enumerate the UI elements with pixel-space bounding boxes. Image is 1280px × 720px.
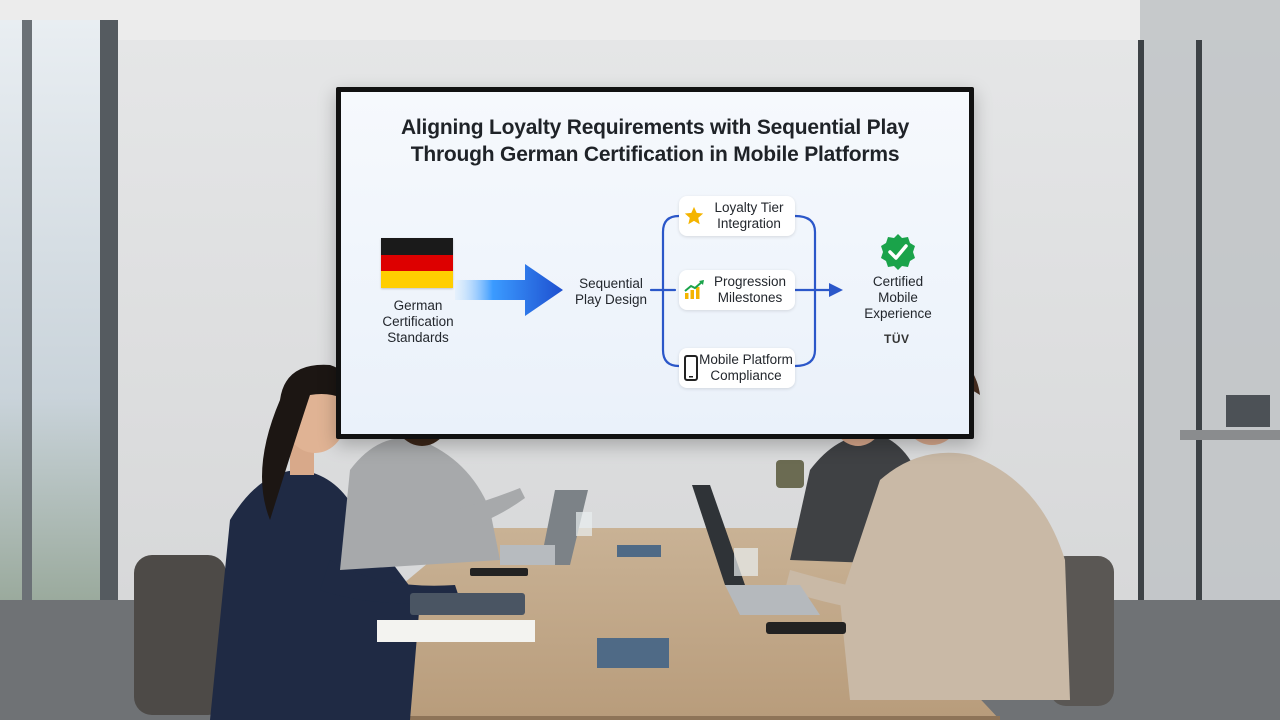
smartphone-icon xyxy=(684,355,698,381)
water-glass xyxy=(734,548,758,576)
branch-mobile-line-1: Mobile Platform xyxy=(699,352,793,367)
right-glass-partition xyxy=(1140,0,1280,620)
woman-arm xyxy=(320,560,460,604)
branch-progression-line-1: Progression xyxy=(713,274,787,289)
table-power-port-2 xyxy=(617,545,661,557)
process-label-line-2: Play Design xyxy=(574,292,648,307)
german-flag-icon xyxy=(381,238,453,288)
result-label-line-2: Mobile xyxy=(878,290,918,305)
right-partition-frame xyxy=(1138,40,1144,600)
sweater-man-arm xyxy=(785,570,920,615)
result-label-line-1: Certified xyxy=(872,274,924,289)
laptop-right-base xyxy=(725,585,820,615)
star-icon xyxy=(684,206,704,225)
branch-pill-progression: Progression Milestones xyxy=(679,270,795,310)
left-window-frame xyxy=(100,20,118,650)
left-chair xyxy=(134,555,226,715)
branch-progression-line-2: Milestones xyxy=(717,290,783,305)
left-window-mullion xyxy=(22,20,32,620)
branch-loyalty-line-1: Loyalty Tier xyxy=(714,200,784,215)
source-label-line-2: Certification xyxy=(382,314,454,329)
source-label-line-1: German xyxy=(393,298,443,313)
phone-small xyxy=(470,568,528,576)
slide: Aligning Loyalty Requirements with Seque… xyxy=(341,92,969,434)
distant-monitor xyxy=(1226,395,1270,427)
man-hoodie-body xyxy=(340,438,500,570)
result-label: Certified Mobile Experience xyxy=(848,274,948,322)
process-label-line-1: Sequential xyxy=(579,276,643,291)
coffee-cup xyxy=(776,460,804,488)
table-power-port xyxy=(597,638,669,668)
slide-title: Aligning Loyalty Requirements with Seque… xyxy=(341,114,969,168)
man-arm xyxy=(455,488,525,530)
branch-pill-mobile: Mobile Platform Compliance xyxy=(679,348,795,388)
tuv-brand-mark: TÜV xyxy=(884,332,910,346)
table-edge xyxy=(240,716,1000,720)
branch-mobile-line-2: Compliance xyxy=(710,368,782,383)
woman-hair xyxy=(262,364,359,520)
slide-title-line-1: Aligning Loyalty Requirements with Seque… xyxy=(400,116,910,139)
result-label-line-3: Experience xyxy=(864,306,932,321)
source-label: German Certification Standards xyxy=(363,298,473,346)
laptop-right-screen xyxy=(692,485,745,585)
branch-connectors xyxy=(649,214,843,368)
sweater-man-body xyxy=(840,452,1070,700)
tablet xyxy=(410,593,525,615)
distant-desk xyxy=(1180,430,1280,440)
result-arrowhead xyxy=(829,283,843,297)
notebook xyxy=(377,620,535,642)
source-label-line-3: Standards xyxy=(387,330,449,345)
laptop-left-base xyxy=(500,545,555,565)
presentation-screen: Aligning Loyalty Requirements with Seque… xyxy=(336,87,974,439)
branch-loyalty-line-2: Integration xyxy=(717,216,781,231)
water-glass-2 xyxy=(576,512,592,536)
phone xyxy=(766,622,846,634)
growth-chart-icon xyxy=(684,280,704,299)
left-window xyxy=(0,20,118,650)
ceiling xyxy=(0,0,1280,40)
slide-title-line-2: Through German Certification in Mobile P… xyxy=(410,143,900,166)
branch-pill-loyalty: Loyalty Tier Integration xyxy=(679,196,795,236)
checkmark-badge-icon xyxy=(881,234,915,270)
flow-arrow-icon xyxy=(455,264,563,316)
right-partition-frame-2 xyxy=(1196,40,1202,600)
process-label: Sequential Play Design xyxy=(561,276,661,308)
